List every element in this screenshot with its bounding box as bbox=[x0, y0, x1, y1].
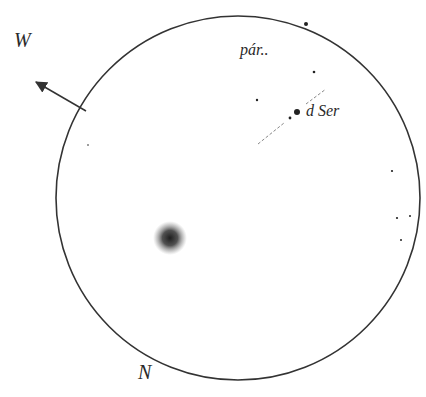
direction-arrow bbox=[36, 82, 86, 111]
direction-label: N bbox=[138, 362, 151, 382]
star-label: d Ser bbox=[306, 103, 339, 119]
direction-label: W bbox=[14, 30, 31, 50]
note-label: pár.. bbox=[240, 42, 268, 58]
field-circle bbox=[56, 16, 420, 380]
star-field bbox=[87, 22, 411, 241]
globular-cluster bbox=[153, 221, 187, 255]
